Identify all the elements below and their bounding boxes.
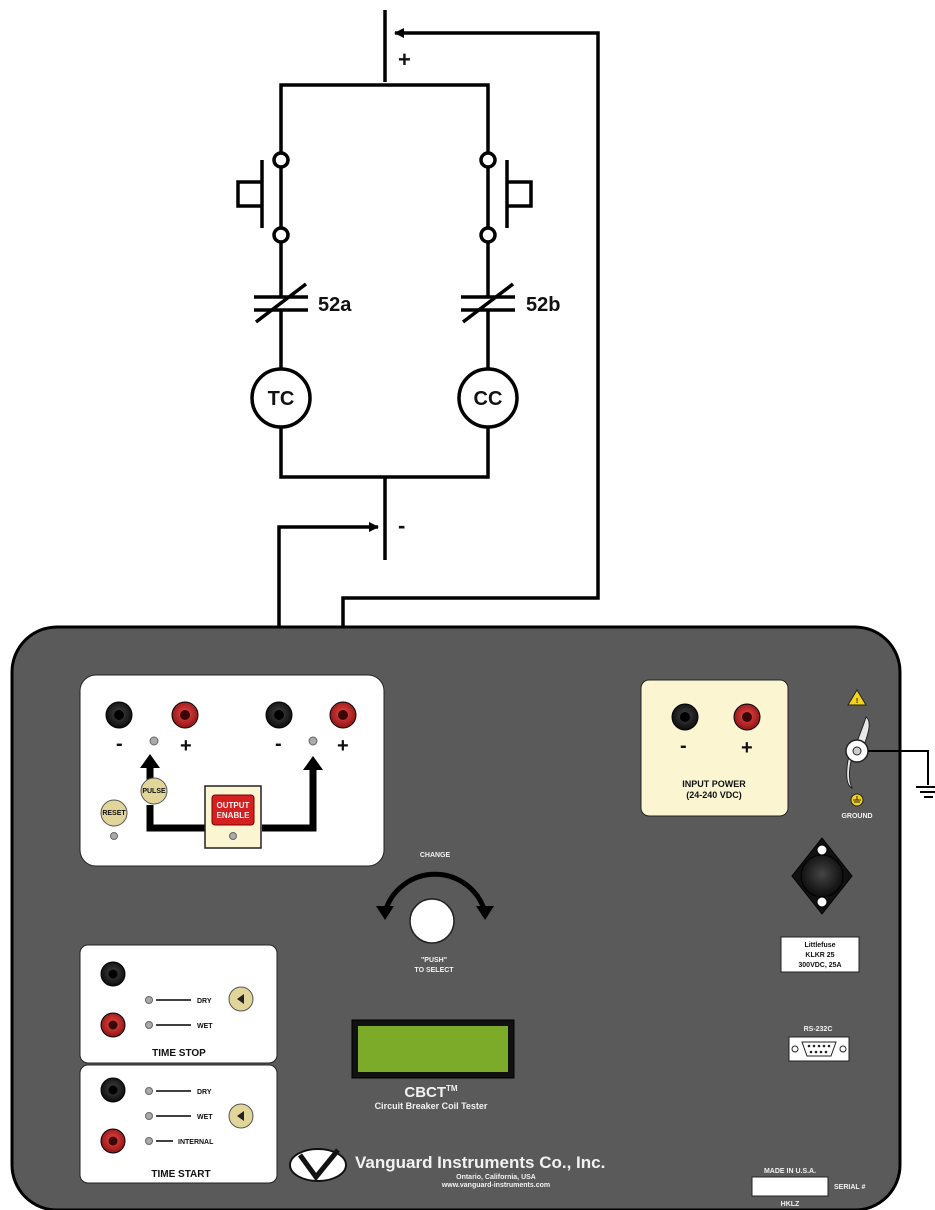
output-minus-label-1: - bbox=[116, 733, 123, 755]
knob-select-label: TO SELECT bbox=[414, 967, 454, 974]
output-plus-label-2: + bbox=[337, 735, 349, 757]
warning-mark: ! bbox=[856, 698, 858, 705]
close-pushbutton-switch bbox=[479, 151, 533, 244]
input-power-section: - + INPUT POWER (24-240 VDC) bbox=[640, 679, 789, 817]
contact-52b-symbol bbox=[461, 282, 515, 324]
input-power-range: (24-240 VDC) bbox=[686, 790, 742, 800]
fuse-holder[interactable] bbox=[791, 837, 853, 915]
company-location: Ontario, California, USA bbox=[456, 1174, 536, 1181]
input-power-jack-red[interactable] bbox=[733, 703, 761, 731]
time-stop-jack-black[interactable] bbox=[100, 961, 126, 987]
close-coil-label: CC bbox=[474, 388, 503, 410]
output-led-1 bbox=[149, 736, 159, 746]
time-stop-section: DRY WET TIME STOP bbox=[79, 944, 278, 1064]
output-section: - + - + PULSE RESET OUTPUT ENABLE bbox=[79, 674, 385, 867]
company-name: Vanguard Instruments Co., Inc. bbox=[355, 1153, 605, 1172]
product-name: CBCTTM bbox=[404, 1084, 458, 1101]
serial-label: SERIAL # bbox=[834, 1184, 865, 1191]
knob-change-label: CHANGE bbox=[420, 852, 451, 859]
input-power-title: INPUT POWER bbox=[682, 779, 746, 789]
input-power-minus-label: - bbox=[680, 735, 687, 757]
lcd-display bbox=[351, 1019, 515, 1079]
output-jack-black-2[interactable] bbox=[265, 701, 293, 729]
output-jack-red-1[interactable] bbox=[171, 701, 199, 729]
svg-text:300VDC, 25A: 300VDC, 25A bbox=[798, 962, 841, 969]
input-power-jack-black[interactable] bbox=[671, 703, 699, 731]
time-stop-mode-button[interactable] bbox=[228, 986, 254, 1012]
time-start-jack-black[interactable] bbox=[100, 1077, 126, 1103]
reset-led bbox=[110, 832, 118, 840]
output-led-2 bbox=[308, 736, 318, 746]
reset-button[interactable]: RESET bbox=[100, 799, 128, 827]
product-subtitle: Circuit Breaker Coil Tester bbox=[375, 1101, 488, 1111]
company-logo-icon bbox=[289, 1148, 347, 1182]
bottom-bus-wire bbox=[279, 427, 490, 479]
warning-icon bbox=[847, 689, 867, 706]
time-start-wet-label: WET bbox=[197, 1114, 213, 1121]
reset-button-label: RESET bbox=[102, 810, 126, 817]
time-start-jack-red[interactable] bbox=[100, 1128, 126, 1154]
rs232c-port[interactable]: RS-232C bbox=[788, 1026, 850, 1062]
contact-52a-label: 52a bbox=[318, 294, 352, 316]
time-stop-jack-red[interactable] bbox=[100, 1012, 126, 1038]
input-power-plus-label: + bbox=[741, 737, 753, 759]
ground-wire bbox=[868, 750, 929, 785]
trip-pushbutton-switch bbox=[236, 151, 290, 244]
output-jack-black-1[interactable] bbox=[105, 701, 133, 729]
time-stop-title: TIME STOP bbox=[152, 1048, 206, 1059]
knob-push-label: "PUSH" bbox=[421, 957, 447, 964]
output-minus-label-2: - bbox=[275, 733, 282, 755]
top-bus-wire bbox=[279, 83, 490, 164]
ground-wing-nut[interactable] bbox=[846, 716, 870, 790]
output-plus-label-1: + bbox=[180, 735, 192, 757]
rs232c-label: RS-232C bbox=[804, 1026, 833, 1033]
svg-text:KLKR 25: KLKR 25 bbox=[805, 952, 834, 959]
contact-52b-label: 52b bbox=[526, 294, 560, 316]
time-stop-dry-label: DRY bbox=[197, 998, 212, 1005]
pulse-button-label: PULSE bbox=[142, 788, 166, 795]
ground-label: GROUND bbox=[841, 813, 872, 820]
company-website: www.vanguard-instruments.com bbox=[441, 1182, 550, 1189]
rotate-arrow-icon bbox=[382, 871, 488, 913]
contact-52a-symbol bbox=[254, 282, 308, 324]
enable-flow-arrow-right bbox=[262, 770, 317, 832]
rotary-knob[interactable]: CHANGE "PUSH" TO SELECT bbox=[376, 852, 494, 974]
time-start-mode-button[interactable] bbox=[228, 1103, 254, 1129]
time-stop-wet-label: WET bbox=[197, 1023, 213, 1030]
trip-coil-label: TC bbox=[268, 388, 295, 410]
battery-plus-label: + bbox=[398, 47, 411, 72]
made-in-label: MADE IN U.S.A. bbox=[764, 1168, 816, 1175]
time-start-internal-label: INTERNAL bbox=[178, 1139, 214, 1146]
enable-flow-arrow-left bbox=[146, 805, 205, 832]
output-jack-red-2[interactable] bbox=[329, 701, 357, 729]
time-start-title: TIME START bbox=[151, 1169, 210, 1180]
positive-test-lead bbox=[341, 28, 600, 705]
output-enable-label-line2: ENABLE bbox=[217, 811, 251, 820]
output-enable-button[interactable]: OUTPUT ENABLE bbox=[204, 785, 262, 849]
model-code-label: HKLZ bbox=[781, 1201, 800, 1208]
svg-text:Littlefuse: Littlefuse bbox=[804, 942, 835, 949]
serial-plate: MADE IN U.S.A. SERIAL # HKLZ bbox=[751, 1168, 865, 1208]
battery-minus-label: - bbox=[398, 513, 405, 538]
ground-terminal: ! GROUND bbox=[841, 689, 935, 820]
time-start-dry-label: DRY bbox=[197, 1089, 212, 1096]
time-start-section: DRY WET INTERNAL TIME START bbox=[79, 1064, 278, 1184]
fuse-rating-label: Littlefuse KLKR 25 300VDC, 25A bbox=[780, 936, 860, 973]
pulse-button[interactable]: PULSE bbox=[140, 777, 168, 805]
circuit-schematic bbox=[236, 10, 600, 705]
output-enable-label-line1: OUTPUT bbox=[217, 801, 250, 810]
